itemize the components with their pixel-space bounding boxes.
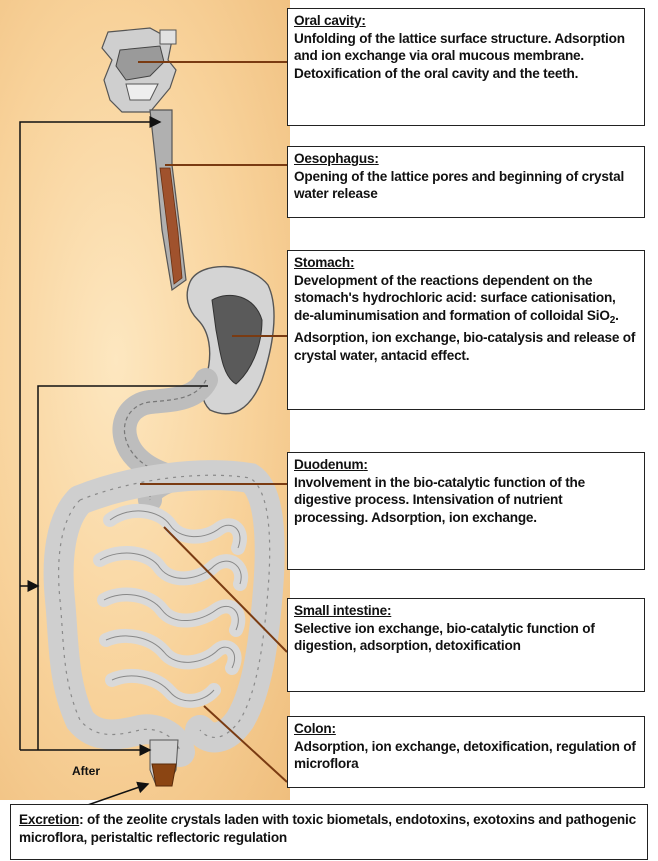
colon-heading: Colon: [294,720,638,738]
left-return-line [20,122,160,750]
duodenum-box: Duodenum: Involvement in the bio-catalyt… [287,452,645,570]
stomach-heading: Stomach: [294,254,638,272]
excretion-box: Excretion: of the zeolite crystals laden… [10,804,648,860]
oesophagus-heading: Oesophagus: [294,150,638,168]
oesophagus-drawing [150,110,186,290]
small-intestine-heading: Small intestine: [294,602,638,620]
after-label: After [72,764,100,778]
intestines-drawing [59,475,270,752]
stomach-box: Stomach: Development of the reactions de… [287,250,645,410]
excretion-heading: Excretion [19,812,79,827]
rectum-drawing [150,740,178,786]
duodenum-heading: Duodenum: [294,456,638,474]
small-intestine-box: Small intestine: Selective ion exchange,… [287,598,645,692]
duodenum-text: Involvement in the bio-catalytic functio… [294,474,638,527]
excretion-text: : of the zeolite crystals laden with tox… [19,812,636,845]
colon-text: Adsorption, ion exchange, detoxification… [294,738,638,773]
oesophagus-box: Oesophagus: Opening of the lattice pores… [287,146,645,218]
oral-cavity-heading: Oral cavity: [294,12,638,30]
oral-cavity-box: Oral cavity: Unfolding of the lattice su… [287,8,645,126]
oral-cavity-text: Unfolding of the lattice surface structu… [294,30,638,83]
small-intestine-text: Selective ion exchange, bio-catalytic fu… [294,620,638,655]
oral-cavity-drawing [102,28,176,112]
stomach-text: Development of the reactions dependent o… [294,272,638,365]
oesophagus-text: Opening of the lattice pores and beginni… [294,168,638,203]
colon-box: Colon: Adsorption, ion exchange, detoxif… [287,716,645,788]
